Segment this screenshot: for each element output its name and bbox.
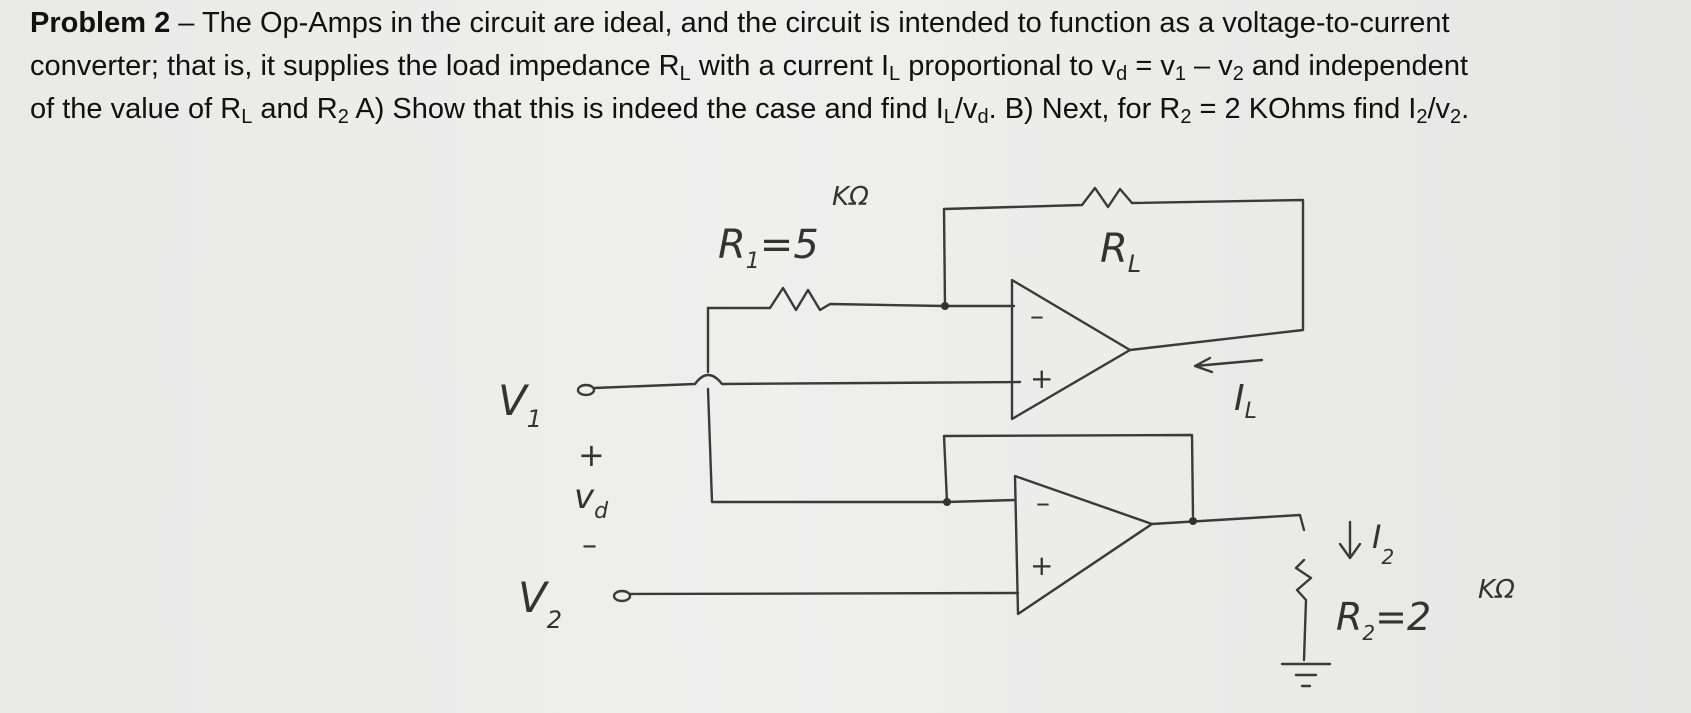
text-s12: /v xyxy=(1427,93,1451,125)
v1-wire xyxy=(592,373,1022,390)
sub-vd-2: d xyxy=(977,106,989,128)
text-s1: The Op-Amps in the circuit are ideal, an… xyxy=(30,7,1450,82)
opamp2-inverting-wire xyxy=(945,498,1017,504)
vd-minus: – xyxy=(582,528,597,563)
left-node-wire xyxy=(706,306,949,504)
opamp2-minus: – xyxy=(1036,486,1050,519)
problem-heading: Problem 2 xyxy=(30,7,171,39)
sub-i2: 2 xyxy=(1416,106,1428,128)
junction-dot xyxy=(941,302,949,310)
r1-resistor xyxy=(706,286,947,312)
text-s10: . B) Next, for R xyxy=(988,93,1181,125)
i2-label: I2 xyxy=(1372,518,1394,569)
text-s8: A) Show that this is indeed the case and… xyxy=(348,93,944,125)
r2-label: R2=2 xyxy=(1336,595,1431,645)
v1-terminal xyxy=(576,383,596,397)
v2-label: V2 xyxy=(518,573,562,634)
i2-arrow-icon xyxy=(1338,520,1362,560)
r1-unit: KΩ xyxy=(832,182,869,212)
heading-dash: – xyxy=(170,7,202,39)
il-label: IL xyxy=(1234,378,1257,424)
text-s7: and R xyxy=(252,93,338,125)
r1-label: R1=5 xyxy=(718,222,819,274)
text-s2: with a current I xyxy=(690,50,890,82)
opamp1-triangle xyxy=(1010,278,1132,421)
v2-wire xyxy=(628,591,1020,596)
sub-v2: 2 xyxy=(1232,63,1244,85)
text-s11: = 2 KOhms find I xyxy=(1191,93,1417,125)
sub-il-2: L xyxy=(943,106,955,128)
sub-v2-2: 2 xyxy=(1450,106,1462,128)
opamp2-output-wire xyxy=(1150,513,1306,532)
text-s4: = v xyxy=(1127,50,1175,82)
r2-resistor xyxy=(1294,558,1313,662)
sub-v1: 1 xyxy=(1174,63,1186,85)
sub-rl: L xyxy=(679,63,691,85)
opamp2-feedback-wire xyxy=(942,433,1195,518)
opamp2-plus: + xyxy=(1030,549,1053,582)
vd-plus: + xyxy=(578,436,605,474)
text-s3: proportional to v xyxy=(900,50,1117,82)
text-s5: – v xyxy=(1185,50,1233,82)
sub-il: L xyxy=(889,63,901,85)
rl-resistor xyxy=(942,186,1305,352)
il-arrow-icon xyxy=(1193,356,1264,374)
sub-vd: d xyxy=(1116,63,1128,85)
junction-dot xyxy=(1189,517,1197,525)
rl-label: RL xyxy=(1100,226,1141,278)
sub-rl-2: L xyxy=(241,106,253,128)
v1-label: V1 xyxy=(498,376,542,433)
opamp1-minus: – xyxy=(1030,299,1044,332)
text-s13: . xyxy=(1461,93,1470,125)
sub-r2: 2 xyxy=(337,106,349,128)
sub-r2-2: 2 xyxy=(1180,106,1192,128)
text-s6: and independent of the value of R xyxy=(30,50,1468,125)
junction-dot xyxy=(943,498,951,506)
junction-dots xyxy=(941,302,1197,525)
vd-label: vd xyxy=(574,477,609,524)
v2-terminal xyxy=(612,589,632,603)
opamp1-plus: + xyxy=(1030,362,1053,395)
opamp2-triangle xyxy=(1013,474,1154,616)
text-s9: /v xyxy=(954,93,978,125)
r2-unit: KΩ xyxy=(1478,575,1515,605)
problem-statement: Problem 2 – The Op-Amps in the circuit a… xyxy=(30,2,1500,131)
ground-symbol xyxy=(1280,662,1332,688)
